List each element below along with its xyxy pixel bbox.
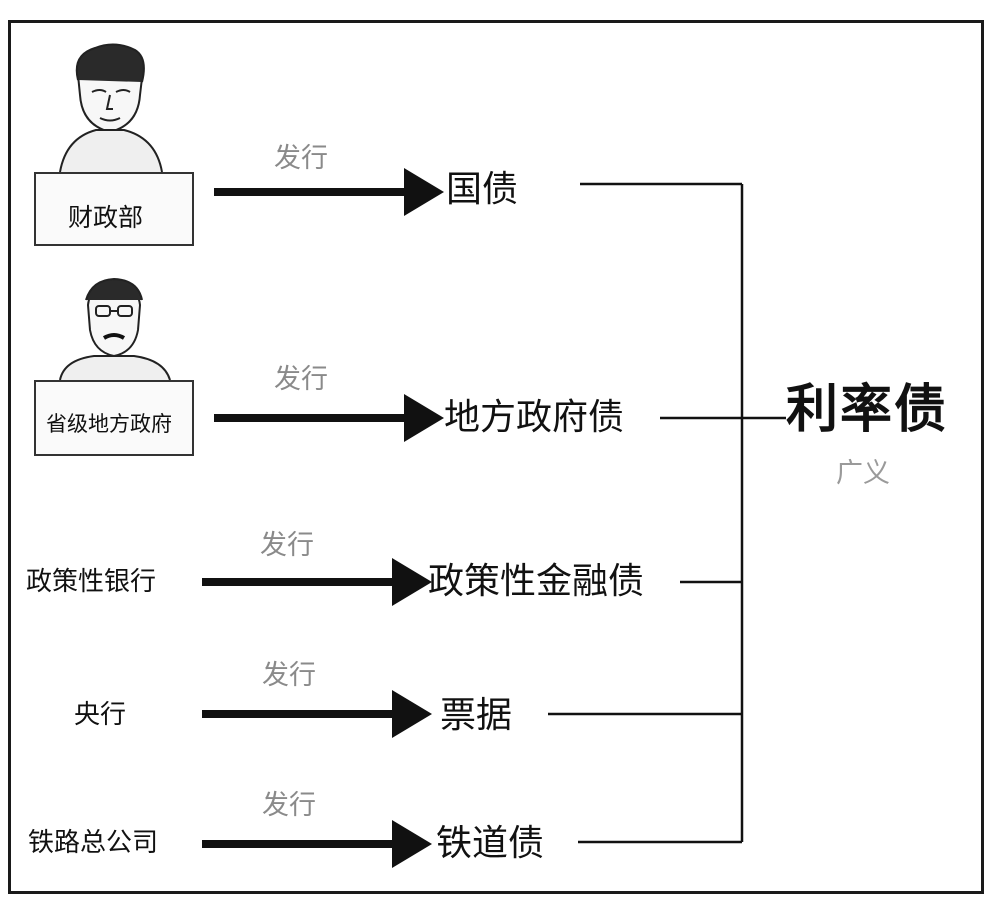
issuer-label-1: 财政部	[68, 203, 144, 232]
verb-label-2: 发行	[274, 364, 328, 395]
issuer-desk-1: 财政部	[34, 172, 194, 246]
official-cartoon-icon	[59, 43, 163, 173]
issuer-label-2: 省级地方政府	[46, 412, 172, 436]
bond-label-3: 政策性金融债	[428, 561, 645, 602]
bond-label-1: 国债	[446, 169, 519, 210]
bond-label-4: 票据	[440, 695, 513, 736]
bracket-connector	[548, 182, 786, 844]
diagram-frame	[8, 20, 984, 894]
arrows	[202, 168, 444, 868]
result-note: 广义	[836, 458, 890, 489]
bond-label-2: 地方政府债	[444, 397, 625, 438]
result-title: 利率债	[786, 380, 949, 440]
issuer-desk-2: 省级地方政府	[34, 380, 194, 456]
verb-label-5: 发行	[262, 790, 316, 821]
verb-label-3: 发行	[260, 530, 314, 561]
issuer-label-3: 政策性银行	[26, 567, 157, 597]
bond-label-5: 铁道债	[436, 823, 545, 864]
issuer-label-5: 铁路总公司	[28, 828, 159, 858]
official-with-glasses-cartoon-icon	[59, 277, 171, 381]
verb-label-4: 发行	[262, 660, 316, 691]
verb-label-1: 发行	[274, 143, 328, 174]
issuer-label-4: 央行	[74, 700, 127, 730]
